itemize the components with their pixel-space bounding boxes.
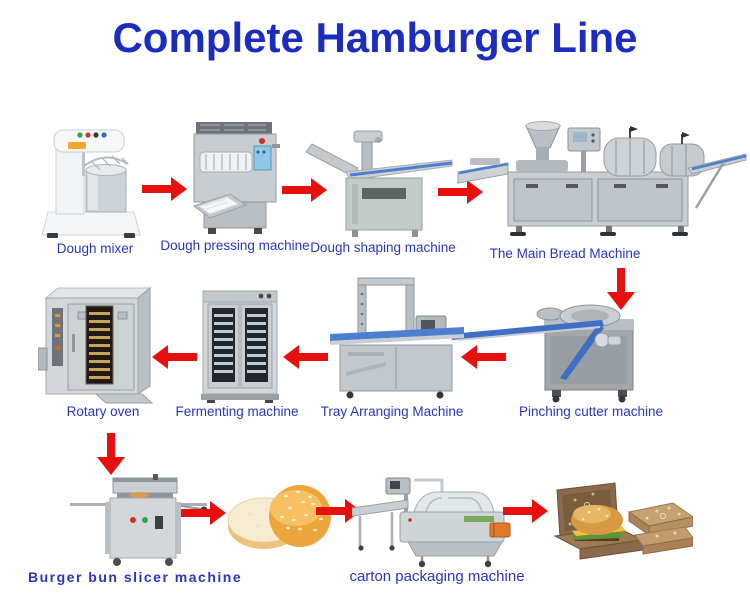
flow-arrow-1-right-icon bbox=[142, 177, 187, 201]
burger-bun-slicer-machine-image bbox=[70, 474, 208, 566]
dough-mixer-label: Dough mixer bbox=[56, 241, 134, 256]
hamburger-bun-image bbox=[227, 485, 331, 549]
tray-arranging-machine-image bbox=[330, 277, 464, 399]
flow-arrow-5-left-icon bbox=[461, 345, 506, 369]
flow-arrow-2-right-icon bbox=[282, 178, 327, 202]
pinching-cutter-machine-label: Pinching cutter machine bbox=[518, 404, 664, 419]
fermenting-machine-image bbox=[201, 290, 279, 403]
rotary-oven-label: Rotary oven bbox=[66, 404, 140, 419]
flow-arrow-6-left-icon bbox=[283, 345, 328, 369]
flow-arrow-11-right-icon bbox=[503, 499, 548, 523]
carton-packaging-machine-image bbox=[352, 477, 511, 568]
pinching-cutter-machine-image bbox=[450, 304, 634, 403]
main-bread-machine-label: The Main Bread Machine bbox=[489, 246, 641, 261]
dough-shaping-machine-label: Dough shaping machine bbox=[310, 240, 456, 255]
fermenting-machine-label: Fermenting machine bbox=[175, 404, 299, 419]
flow-arrow-4-down-icon bbox=[607, 268, 635, 310]
main-bread-machine-image bbox=[457, 121, 747, 236]
page-title: Complete Hamburger Line bbox=[112, 14, 638, 61]
flow-arrow-7-left-icon bbox=[152, 345, 197, 369]
rotary-oven-image bbox=[38, 286, 154, 404]
dough-mixer-image bbox=[41, 129, 141, 238]
burger-bun-slicer-machine-label: Burger bun slicer machine bbox=[28, 569, 243, 585]
dough-pressing-machine-label: Dough pressing machine bbox=[160, 238, 310, 253]
tray-arranging-machine-label: Tray Arranging Machine bbox=[320, 404, 464, 419]
carton-packaging-machine-label: carton packaging machine bbox=[349, 568, 525, 585]
flow-arrow-8-down-icon bbox=[97, 433, 125, 475]
dough-pressing-machine-image bbox=[192, 122, 280, 234]
flow-arrow-9-right-icon bbox=[181, 501, 226, 525]
packed-burger-boxes-image bbox=[553, 482, 693, 560]
flow-arrow-3-right-icon bbox=[438, 180, 483, 204]
dough-shaping-machine-image bbox=[306, 130, 453, 237]
